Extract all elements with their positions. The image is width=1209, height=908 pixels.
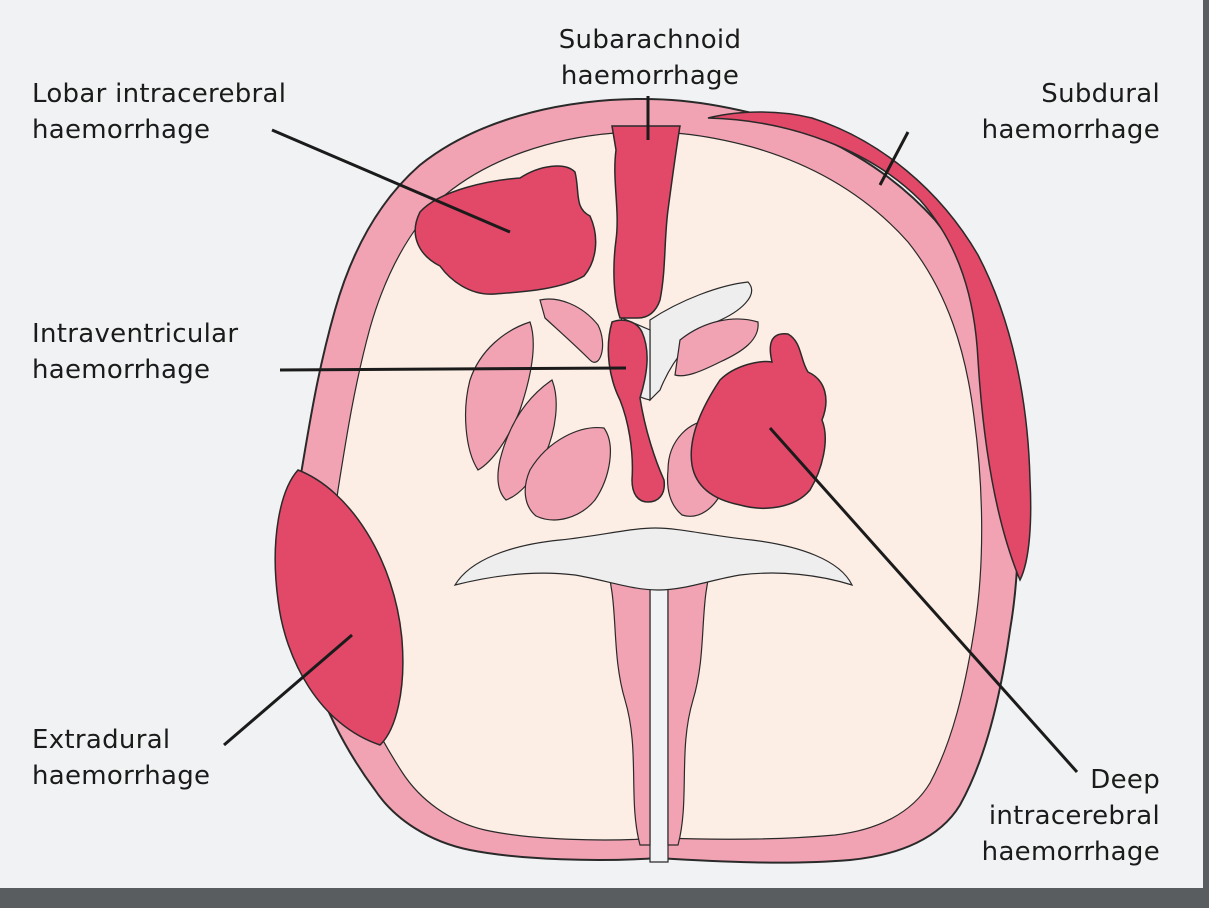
lobar-label-line2: haemorrhage (32, 112, 286, 148)
subarachnoid-label-line1: Subarachnoid (500, 22, 800, 58)
subdural-label-line2: haemorrhage (880, 112, 1160, 148)
leader-line-intraventricular (280, 368, 626, 370)
extradural-label: Extradural haemorrhage (32, 722, 210, 794)
intraventricular-label-line2: haemorrhage (32, 352, 238, 388)
diagram-panel: Subarachnoid haemorrhage Lobar intracere… (0, 0, 1203, 888)
lobar-label-line1: Lobar intracerebral (32, 76, 286, 112)
subarachnoid-label: Subarachnoid haemorrhage (500, 22, 800, 94)
subdural-label: Subdural haemorrhage (880, 76, 1160, 148)
deep-label-line2: intracerebral (880, 798, 1160, 834)
subdural-label-line1: Subdural (880, 76, 1160, 112)
lobar-label: Lobar intracerebral haemorrhage (32, 76, 286, 148)
subarachnoid-label-line2: haemorrhage (500, 58, 800, 94)
intraventricular-label-line1: Intraventricular (32, 316, 238, 352)
extradural-label-line1: Extradural (32, 722, 210, 758)
deep-label-line1: Deep (880, 762, 1160, 798)
deep-label-line3: haemorrhage (880, 834, 1160, 870)
deep-label: Deep intracerebral haemorrhage (880, 762, 1160, 870)
extradural-label-line2: haemorrhage (32, 758, 210, 794)
intraventricular-label: Intraventricular haemorrhage (32, 316, 238, 388)
